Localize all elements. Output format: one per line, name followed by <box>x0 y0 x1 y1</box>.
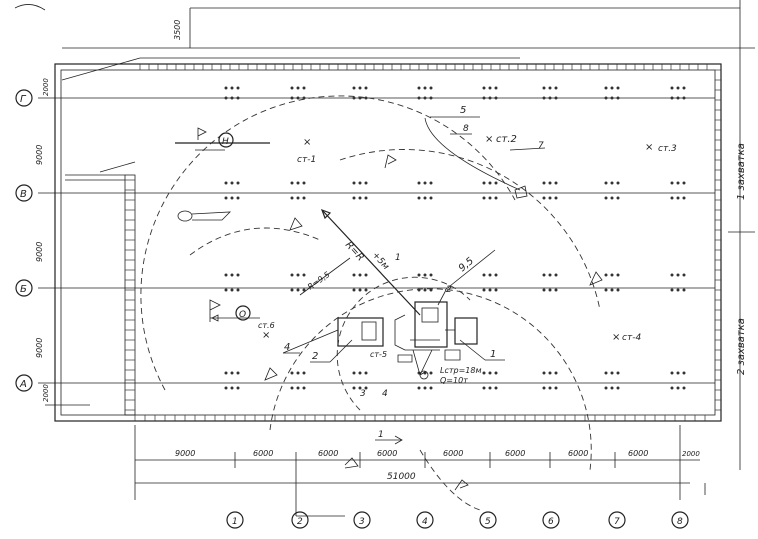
axis-row-b: Б <box>20 284 27 295</box>
callout-7: 7 <box>538 141 544 151</box>
zone-label-2: 2 захватка <box>736 318 747 375</box>
dim-row-2: 9000 <box>35 145 44 165</box>
dim-row-5: 2000 <box>42 384 50 402</box>
axis-col-4: 4 <box>422 517 428 527</box>
reach-plus-label: +5м <box>370 250 391 272</box>
station-label-6: ст.6 <box>258 321 275 330</box>
axis-col-2: 2 <box>297 517 303 527</box>
flags <box>264 154 603 491</box>
bay-dim-3: 6000 <box>318 449 338 458</box>
bay-dim-4: 6000 <box>377 449 397 458</box>
radius-a-label: 9,5 <box>457 256 476 275</box>
axis-row-a: А <box>19 379 27 390</box>
crane-assembly <box>337 301 478 380</box>
svg-text:×: × <box>303 137 311 148</box>
axis-row-v: В <box>20 189 27 200</box>
crane-reach-line <box>299 208 496 316</box>
wall-hatching <box>125 64 721 421</box>
station-marks: × × × × × <box>262 134 653 343</box>
station-label-5: ст-5 <box>370 350 387 359</box>
bay-dim-5: 6000 <box>443 449 463 458</box>
dim-row-4: 9000 <box>35 338 44 358</box>
dimension-chain <box>134 425 706 517</box>
callout-8: 8 <box>463 124 469 134</box>
bay-dim-2: 6000 <box>253 449 273 458</box>
grid-lines <box>38 86 715 406</box>
callout-5: 5 <box>460 105 466 116</box>
callout-2: 2 <box>312 351 318 362</box>
axis-row-g: Г <box>20 94 27 105</box>
bay-dim-9: 2000 <box>682 450 700 458</box>
total-dim: 51000 <box>387 472 416 482</box>
callout-1: 1 <box>490 349 496 360</box>
axis-col-6: 6 <box>548 517 554 527</box>
section-mark-label: 1 <box>378 430 384 440</box>
crane-capacity: Q=10т <box>440 376 468 385</box>
svg-text:×: × <box>645 142 653 153</box>
bay-dim-6: 6000 <box>505 449 525 458</box>
callout-4: 4 <box>382 389 388 399</box>
axis-col-3: 3 <box>359 517 365 527</box>
bay-dim-7: 6000 <box>568 449 588 458</box>
station-label-2: ст.2 <box>496 134 517 145</box>
column-marks <box>224 86 686 390</box>
callout-2b: 2 <box>446 285 452 295</box>
cable-leaders <box>282 116 546 363</box>
callout-3: 4 <box>284 342 290 353</box>
reach-label: R=R <box>343 240 366 264</box>
row-axes <box>15 89 33 392</box>
svg-text:×: × <box>262 330 270 341</box>
zone-label-1: 1 захватка <box>736 143 747 200</box>
axis-col-1: 1 <box>232 517 238 527</box>
station-label-4: ст-4 <box>622 333 641 343</box>
station-label-1: ст-1 <box>297 155 316 165</box>
dim-top-offset: 3500 <box>173 20 182 40</box>
column-axes <box>226 511 689 529</box>
section-mark <box>375 435 403 445</box>
bay-dim-8: 6000 <box>628 449 648 458</box>
marker-n: Н <box>222 137 229 147</box>
site-boundary <box>14 0 755 470</box>
marker-o: О <box>239 310 246 320</box>
crane-boom-length: Lстр=18м <box>440 366 482 375</box>
axis-col-8: 8 <box>677 517 683 527</box>
station-label-3: ст.3 <box>658 144 677 154</box>
callout-1b: 1 <box>395 253 401 263</box>
callout-3b: 3 <box>360 389 366 399</box>
axis-col-7: 7 <box>614 517 620 527</box>
svg-text:×: × <box>485 134 493 145</box>
bay-dim-1: 9000 <box>175 449 195 458</box>
dim-row-1: 2000 <box>42 78 50 96</box>
axis-col-5: 5 <box>485 517 491 527</box>
markers <box>175 127 270 322</box>
svg-text:×: × <box>612 332 620 343</box>
dim-row-3: 9000 <box>35 242 44 262</box>
